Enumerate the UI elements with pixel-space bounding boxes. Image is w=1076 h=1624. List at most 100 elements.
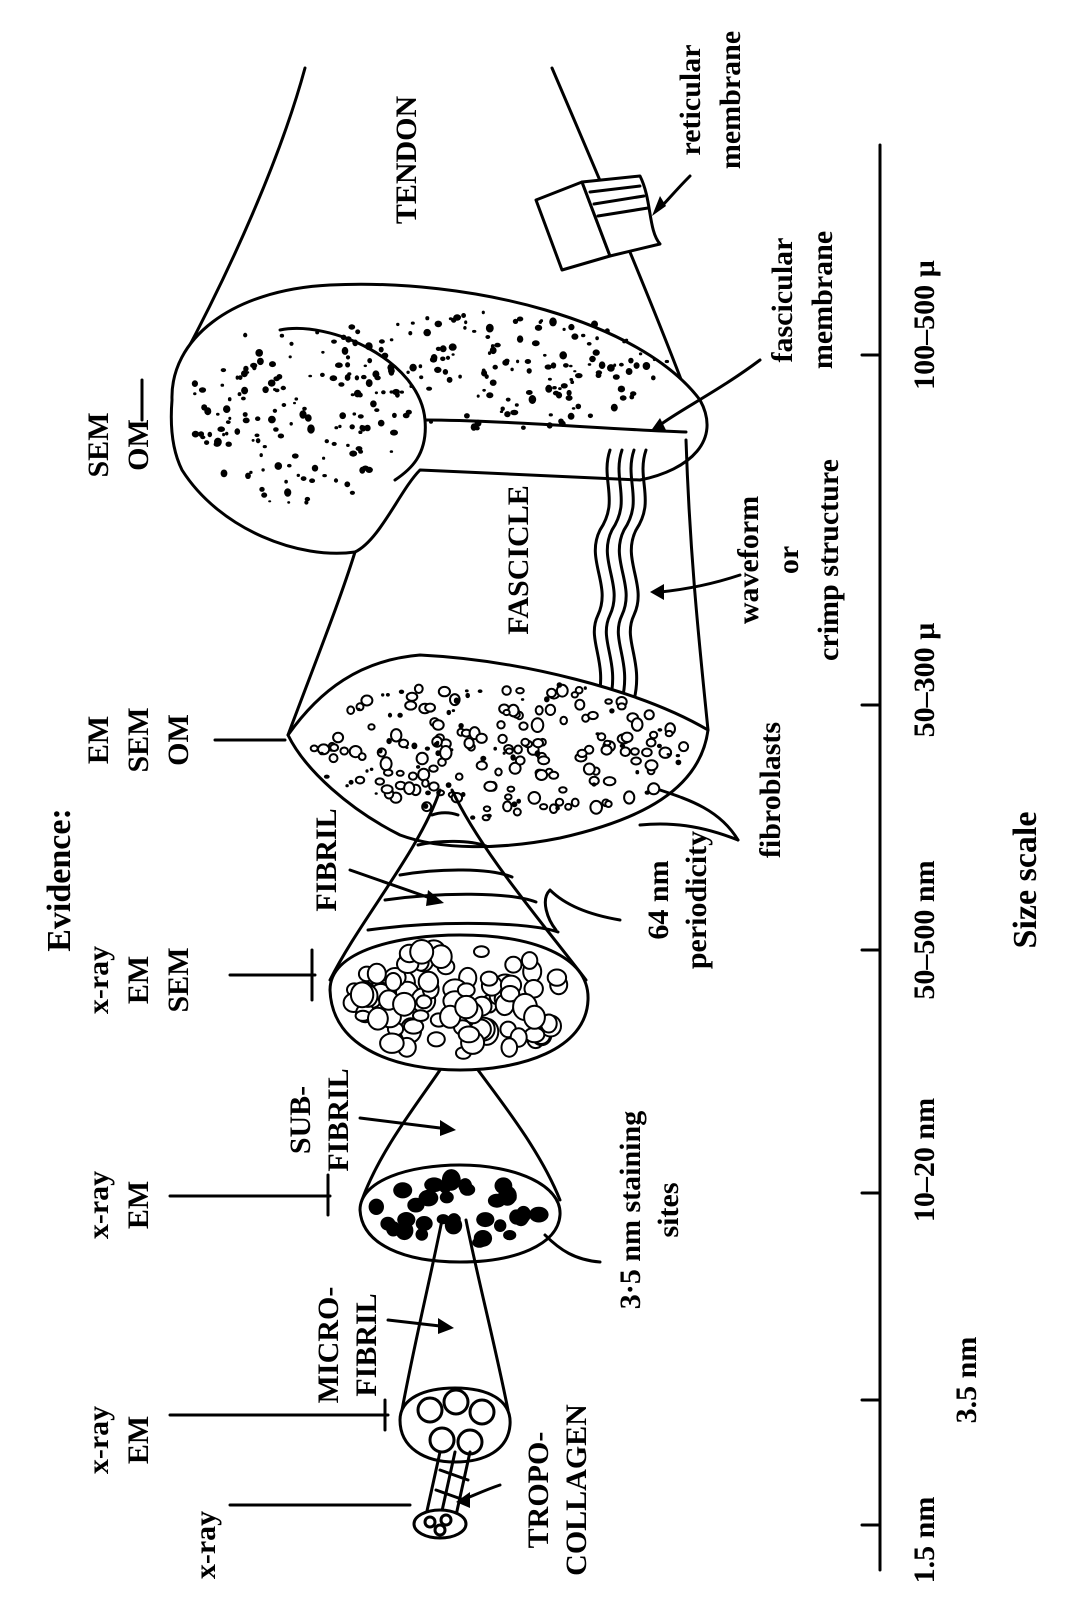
texture-dot [261, 468, 264, 471]
texture-dot [521, 739, 529, 746]
texture-dot [284, 480, 288, 484]
texture-dot [482, 369, 486, 373]
evidence-fibril-1: x-ray [82, 946, 115, 1014]
scale-tick-1: 1.5 nm [908, 1497, 941, 1584]
scale-tick-4: 50–500 nm [908, 860, 941, 999]
texture-dot [256, 438, 261, 443]
texture-dot [417, 753, 428, 765]
texture-dot [351, 982, 373, 1007]
texture-dot [436, 741, 440, 745]
texture-dot [621, 747, 630, 756]
texture-dot [302, 407, 307, 411]
texture-dot [287, 501, 290, 504]
texture-dot [388, 713, 392, 718]
texture-dot [390, 430, 398, 436]
texture-dot [411, 743, 417, 750]
texture-dot [504, 411, 510, 417]
evidence-fascicle-1: EM [82, 716, 115, 764]
texture-dot [540, 804, 547, 809]
texture-dot [320, 373, 325, 377]
texture-dot [295, 397, 299, 400]
texture-dot [510, 410, 518, 416]
texture-dot [486, 814, 491, 818]
texture-dot [309, 478, 315, 483]
texture-dot [428, 1032, 445, 1046]
texture-dot [397, 1212, 415, 1227]
texture-dot [587, 342, 592, 346]
texture-dot [558, 387, 562, 390]
evidence-tendon-2: OM [122, 419, 155, 471]
scale-tick-3: 10–20 nm [908, 1098, 941, 1222]
texture-dot [273, 388, 276, 391]
texture-dot [676, 760, 682, 766]
texture-dot [330, 375, 338, 381]
texture-dot [425, 747, 430, 751]
texture-dot [630, 391, 636, 396]
texture-dot [517, 335, 523, 342]
texture-dot [548, 970, 566, 986]
texture-dot [573, 370, 576, 372]
texture-dot [506, 749, 513, 754]
texture-dot [381, 757, 392, 770]
texture-dot [311, 746, 318, 752]
texture-dot [543, 354, 547, 357]
texture-dot [590, 801, 602, 814]
texture-dot [588, 414, 593, 419]
texture-dot [666, 731, 673, 736]
texture-dot [575, 373, 583, 378]
texture-dot [381, 390, 386, 394]
texture-dot [474, 946, 489, 957]
texture-dot [305, 414, 312, 422]
texture-dot [345, 336, 351, 342]
texture-dot [660, 748, 672, 758]
texture-dot [390, 450, 393, 453]
texture-dot [529, 792, 541, 804]
texture-dot [429, 766, 437, 772]
texture-dot [382, 353, 389, 359]
texture-dot [358, 414, 364, 418]
texture-dot [338, 425, 341, 428]
texture-dot [334, 426, 338, 429]
texture-dot [386, 693, 390, 697]
texture-dot [461, 792, 466, 797]
texture-dot [415, 685, 423, 693]
size-scale-title: Size scale [1007, 812, 1044, 949]
texture-dot [290, 422, 293, 426]
texture-dot [609, 708, 614, 713]
crimp-label-3: crimp structure [812, 459, 845, 661]
texture-dot [525, 359, 531, 364]
texture-dot [241, 387, 248, 395]
texture-dot [379, 347, 384, 353]
texture-dot [559, 787, 566, 792]
texture-dot [611, 404, 618, 412]
texture-dot [348, 324, 355, 329]
evidence-tendon-1: SEM [82, 412, 115, 477]
texture-dot [572, 407, 576, 410]
reticular-arrow [660, 176, 690, 208]
tropocollagen-label-1: TROPO- [522, 1432, 555, 1549]
texture-dot [325, 439, 329, 443]
texture-dot [464, 413, 470, 418]
texture-dot [378, 748, 383, 753]
fascicular-membrane-label-2: membrane [806, 231, 839, 369]
texture-dot [506, 398, 511, 402]
texture-dot [560, 717, 567, 725]
texture-dot [409, 364, 416, 372]
texture-dot [508, 787, 515, 792]
texture-dot [225, 432, 228, 436]
texture-dot [493, 365, 498, 370]
texture-dot [396, 323, 399, 326]
texture-dot [642, 749, 652, 757]
texture-dot [322, 457, 325, 460]
texture-dot [381, 693, 384, 696]
texture-dot [511, 801, 517, 807]
texture-dot [356, 777, 364, 784]
texture-dot [419, 972, 438, 992]
texture-dot [665, 360, 669, 363]
texture-dot [561, 383, 568, 388]
texture-dot [379, 339, 385, 343]
subfibril-label-2: FIBRIL [322, 1068, 355, 1171]
fibroblasts-label: fibroblasts [754, 722, 787, 858]
crimp-arrow [660, 575, 740, 592]
texture-dot [477, 761, 487, 769]
